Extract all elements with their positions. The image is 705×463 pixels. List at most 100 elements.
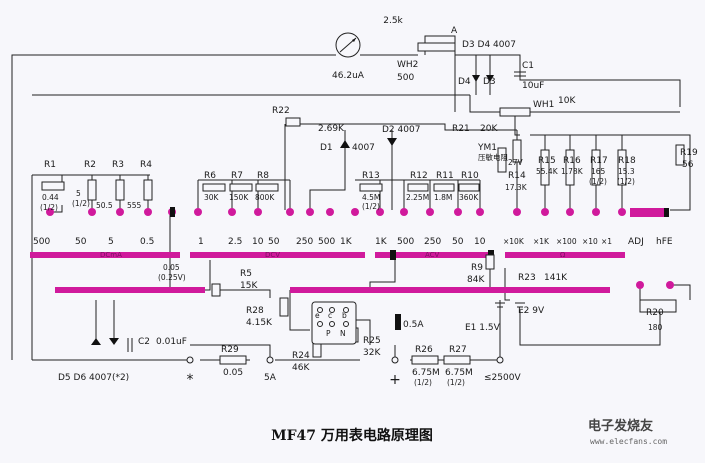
r23-val: 141K	[544, 273, 568, 283]
ma-selector	[170, 207, 175, 217]
r20-label: R20	[646, 308, 664, 318]
r23-label: R23	[518, 273, 536, 283]
dcv-bar	[190, 252, 365, 258]
d1-label: D1	[320, 143, 333, 153]
scale-dcv-1: 1	[198, 237, 204, 247]
c2-label: C2	[138, 337, 150, 347]
r2-body	[87, 179, 97, 201]
r10-val: 360K	[459, 193, 479, 202]
d3d4-label: D3 D4 4007	[462, 40, 516, 50]
scale-dcv-2.5: 2.5	[228, 237, 242, 247]
hfe-bar	[630, 208, 668, 217]
r5-val: 15K	[240, 281, 258, 291]
r11-body	[433, 183, 455, 192]
r11-label: R11	[436, 171, 454, 181]
r29-val: 0.05	[223, 368, 243, 378]
scale-ohm-x1: ×1	[601, 237, 612, 246]
fuse-label: 0.5A	[403, 320, 424, 330]
r26-sub: (1/2)	[414, 378, 432, 387]
scale-ohm-x10: ×10	[582, 237, 598, 246]
r26-body	[411, 355, 439, 365]
switch-contacts	[46, 208, 674, 289]
scale-ma-5: 5	[108, 237, 114, 247]
r24-body	[312, 342, 322, 358]
diagram-title: MF47 万用表电路原理图	[271, 427, 433, 444]
r16-body	[565, 149, 575, 186]
scale-0.25v: (0.25V)	[158, 273, 186, 282]
r28-val: 4.15K	[246, 318, 273, 328]
r9-body	[485, 254, 495, 270]
dcma-bar	[30, 252, 180, 258]
r19-label: R19	[680, 148, 698, 158]
r5-body	[211, 283, 221, 297]
d2-diode	[387, 138, 397, 146]
r12-val: 2.25M	[406, 193, 429, 202]
dcv-bar-label: DCV	[265, 251, 280, 259]
scale-ohm-x1k: ×1K	[533, 237, 550, 246]
r18-val: 15.3	[618, 167, 635, 176]
wh1-val: 10K	[558, 96, 576, 106]
r2-sub: (1/2)	[72, 199, 90, 208]
ym1-body	[497, 147, 507, 173]
r19-body	[675, 144, 685, 166]
r14-val: 17.3K	[505, 183, 528, 192]
scale-ma-0.5: 0.5	[140, 237, 154, 247]
r25-label: R25	[363, 336, 381, 346]
r1-sub: (1/2)	[40, 203, 58, 212]
r21-val: 20K	[480, 124, 498, 134]
scale-ma-50: 50	[75, 237, 87, 247]
r3-label: R3	[112, 160, 124, 170]
socket-c-label: c	[328, 311, 332, 320]
r28-body	[279, 297, 289, 317]
acv-bar-contact	[390, 250, 396, 260]
scale-dcv-10: 10	[252, 237, 264, 247]
scale-acv-250: 250	[424, 237, 441, 247]
terminal-plus	[391, 356, 399, 364]
terminal-plus-label: +	[389, 372, 401, 388]
scale-ohm-x10k: ×10K	[503, 237, 525, 246]
scale-ohm-x100: ×100	[556, 237, 577, 246]
r9-label: R9	[471, 263, 483, 273]
r17-body	[591, 149, 601, 186]
lower-right-bar	[375, 287, 610, 293]
scale-ma-500: 500	[33, 237, 50, 247]
r27-sub: (1/2)	[447, 378, 465, 387]
r22-val: 2.69K	[318, 124, 345, 134]
r17-sub: (1/2)	[589, 177, 607, 186]
scale-dcv-500: 500	[318, 237, 335, 247]
r1-label: R1	[44, 160, 56, 170]
d2-label: D2 4007	[382, 125, 420, 135]
r21-label: R21	[452, 124, 470, 134]
d5d6-label: D5 D6 4007(*2)	[58, 373, 129, 383]
r15-body	[540, 149, 550, 186]
scale-adj: ADJ	[628, 237, 644, 247]
r27-val: 6.75M	[445, 368, 473, 378]
r22-body	[285, 117, 301, 127]
terminal-5a-label: 5A	[264, 373, 277, 383]
socket-p-label: P	[326, 329, 331, 338]
r1-body	[41, 181, 65, 191]
r7-body	[229, 183, 253, 192]
d6-diode	[109, 338, 119, 345]
r2-label: R2	[84, 160, 96, 170]
r11-val: 1.8M	[434, 193, 452, 202]
d4-label: D4	[458, 77, 471, 87]
e1-label: E1 1.5V	[465, 323, 501, 333]
r13-sub: (1/2)	[362, 202, 380, 211]
ym1-label: YM1	[477, 143, 497, 153]
components	[91, 32, 669, 364]
r3-body	[115, 179, 125, 201]
scale-dcv-250: 250	[296, 237, 313, 247]
scale-acv-50: 50	[452, 237, 464, 247]
r26-label: R26	[415, 345, 433, 355]
d1-diode	[340, 140, 350, 148]
r2-val: 5	[76, 189, 81, 198]
r9-val: 84K	[467, 275, 485, 285]
r8-label: R8	[257, 171, 269, 181]
scale-acv-1k: 1K	[375, 237, 388, 247]
r7-label: R7	[231, 171, 243, 181]
r10-body	[458, 183, 480, 192]
r22-label: R22	[272, 106, 290, 116]
